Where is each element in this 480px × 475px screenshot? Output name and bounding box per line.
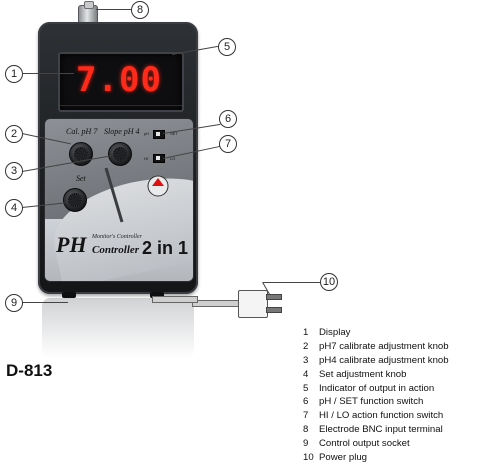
leader-1 [22,73,74,74]
legend-text: Display [319,327,351,339]
screwdriver-icon [104,167,124,223]
legend-num: 10 [303,451,314,463]
brand-2in1: 2 in 1 [142,238,189,258]
callout-1: 1 [5,65,23,83]
panel-graphics [104,167,169,223]
callout-9: 9 [5,294,23,312]
plug-prong-bottom [266,307,282,313]
control-output-socket [62,292,76,298]
legend-num: 4 [303,368,309,380]
legend-item: 7 HI / LO action function switch [303,409,449,423]
set-adjustment-knob[interactable] [63,188,87,212]
device-foot [150,292,164,298]
legend-text: pH4 calibrate adjustment knob [319,354,449,366]
legend-text: Control output socket [319,437,410,449]
legend-item: 10 Power plug [303,450,449,464]
up-arrow-icon [152,178,164,186]
legend-num: 3 [303,354,309,366]
brand-controller: Controller [92,244,140,256]
callout-2: 2 [5,125,23,143]
callout-10: 10 [320,273,338,291]
legend-text: pH7 calibrate adjustment knob [319,341,449,353]
brand-ph: PH [56,232,87,257]
legend-text: Indicator of output in action [319,382,435,394]
cal-ph7-label: Cal. pH 7 [66,127,98,136]
model-number: D-813 [6,361,53,380]
ph7-calibrate-knob[interactable] [69,142,93,166]
device-reflection [42,298,194,358]
legend-item: 1 Display [303,326,449,340]
set-label: Set [76,174,86,183]
legend-item: 2 pH7 calibrate adjustment knob [303,340,449,354]
legend-num: 5 [303,382,309,394]
callout-6: 6 [219,110,237,128]
ph-set-function-switch[interactable] [153,130,165,139]
display-window [58,52,184,112]
legend-text: pH / SET function switch [319,396,424,408]
legend-item: 5 Indicator of output in action [303,381,449,395]
brand-subtitle: Monitor's Controller [92,234,142,240]
legend-item: 9 Control output socket [303,436,449,450]
ph-switch-label: pH [144,131,150,136]
callout-7: 7 [219,135,237,153]
callout-5: 5 [218,38,236,56]
legend-text: Electrode BNC input terminal [319,423,443,435]
callout-8: 8 [131,1,149,19]
legend-item: 8 Electrode BNC input terminal [303,423,449,437]
leader-10 [263,282,321,283]
legend-text: Set adjustment knob [319,368,407,380]
ph4-calibrate-knob[interactable] [108,142,132,166]
power-plug [238,290,268,318]
slope-ph4-label: Slope pH 4 [104,127,140,136]
callout-4: 4 [5,199,23,217]
legend-item: 3 pH4 calibrate adjustment knob [303,354,449,368]
legend-item: 4 Set adjustment knob [303,367,449,381]
legend-num: 2 [303,341,309,353]
legend-num: 1 [303,327,309,339]
callout-3: 3 [5,162,23,180]
legend-text: Power plug [319,451,367,463]
legend-item: 6 pH / SET function switch [303,395,449,409]
legend-num: 6 [303,396,309,408]
legend-text: HI / LO action function switch [319,410,444,422]
plug-prong-top [266,294,282,300]
hi-switch-label: HI [144,156,148,161]
legend-num: 9 [303,437,309,449]
leader-8 [96,9,132,10]
plug-cable-extra [152,296,198,303]
display-reading: 7.00 [76,60,162,100]
leader-9 [22,302,68,303]
plug-cable [192,300,242,307]
legend-num: 7 [303,410,309,422]
lo-switch-label: LO [170,156,176,161]
set-switch-label: SET [170,131,178,136]
legend-num: 8 [303,423,309,435]
